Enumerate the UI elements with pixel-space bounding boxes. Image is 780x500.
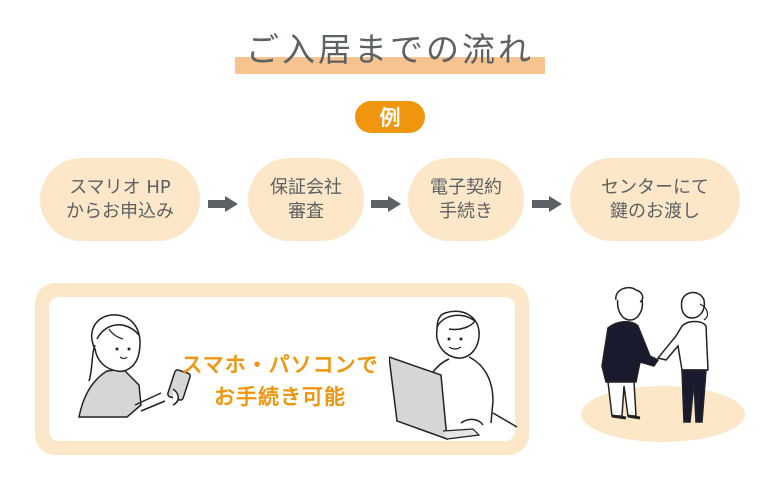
step-label-line1: 電子契約 — [430, 176, 502, 198]
online-procedure-inner: スマホ・パソコンで お手続き可能 — [49, 297, 518, 441]
title-highlight-band — [235, 57, 545, 74]
online-text-line1: スマホ・パソコンで — [181, 353, 379, 377]
step-label-line2: 鍵のお渡し — [610, 200, 700, 222]
man-laptop-illustration — [389, 310, 518, 441]
step-label-line1: センターにて — [601, 176, 709, 198]
arrow-right-icon — [208, 196, 238, 212]
floor-shadow — [581, 386, 745, 442]
title-container: ご入居までの流れ — [0, 28, 780, 72]
woman-smartphone-illustration — [78, 314, 191, 418]
online-procedure-text: スマホ・パソコンで お手続き可能 — [165, 349, 395, 413]
online-procedure-panel: スマホ・パソコンで お手続き可能 — [35, 283, 529, 455]
step-key-handover: センターにて 鍵のお渡し — [570, 158, 740, 241]
online-text-line2: お手続き可能 — [214, 385, 346, 409]
example-badge: 例 — [355, 101, 425, 133]
step-apply: スマリオ HP からお申込み — [40, 158, 200, 241]
handshake-illustration — [581, 286, 745, 442]
step-screening: 保証会社 審査 — [248, 158, 364, 241]
step-label-line1: スマリオ HP — [69, 176, 171, 198]
page-title: ご入居までの流れ — [246, 30, 534, 69]
step-label-line2: からお申込み — [66, 200, 174, 222]
step-contract: 電子契約 手続き — [408, 158, 524, 241]
step-label-line2: 審査 — [288, 200, 324, 222]
step-label-line1: 保証会社 — [270, 176, 342, 198]
step-label-line2: 手続き — [439, 200, 493, 222]
arrow-right-icon — [532, 196, 562, 212]
arrow-right-icon — [371, 196, 401, 212]
